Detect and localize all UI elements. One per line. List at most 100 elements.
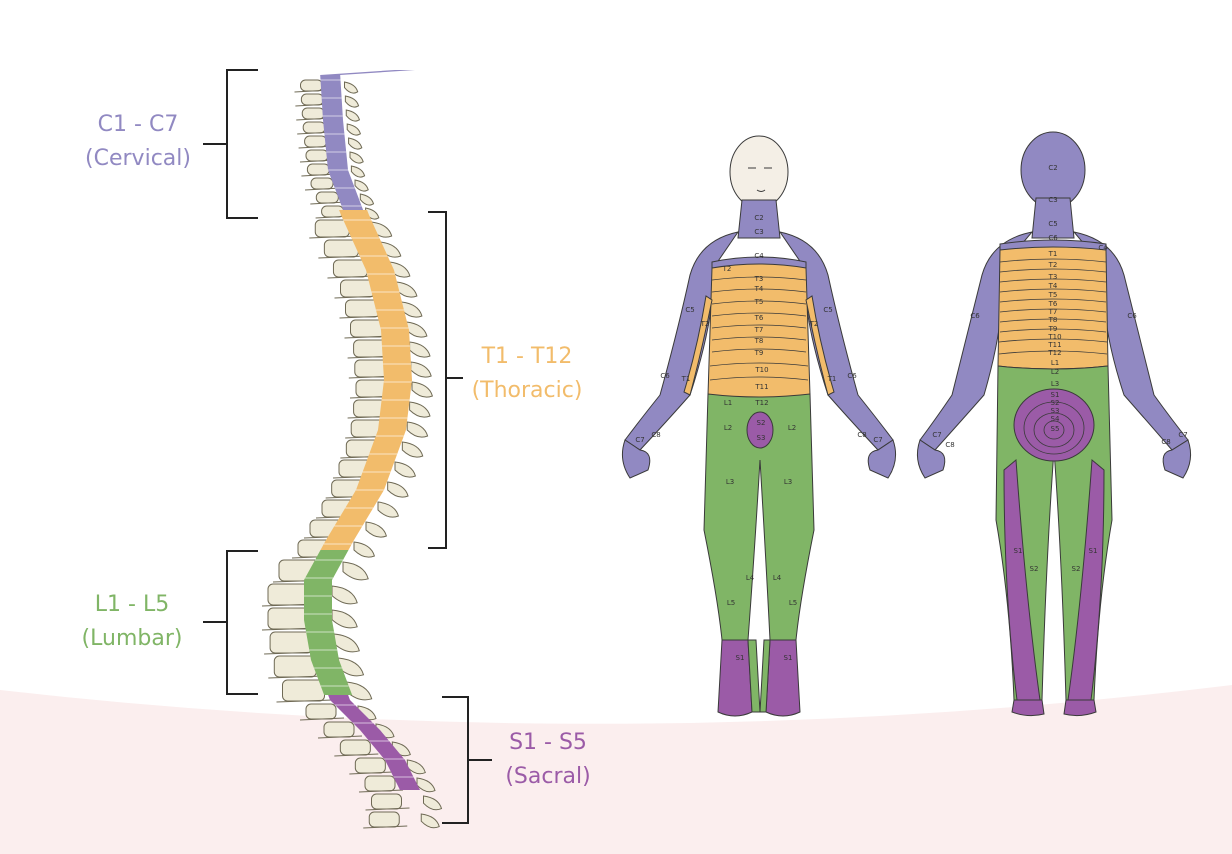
dermatome-label: C8 [857, 431, 866, 439]
dermatome-label: S1 [1051, 391, 1060, 399]
dermatome-label: L4 [746, 574, 755, 582]
spinous-process [410, 361, 432, 378]
spinous-process [409, 341, 431, 358]
dermatome-label: C7 [873, 436, 882, 444]
region-range: C1 - C7 [97, 112, 179, 137]
spinous-process [331, 585, 358, 605]
dermatome-label: C7 [932, 431, 941, 439]
dermatome-label: S1 [1089, 547, 1098, 555]
spinous-process [344, 81, 359, 94]
bracket-lumbar [203, 550, 258, 695]
nerve-root [309, 235, 358, 239]
nerve-root [349, 771, 394, 775]
dermatome-label: T2 [700, 320, 710, 328]
dermatome-label: S1 [736, 654, 745, 662]
dermatome-label: L2 [724, 424, 732, 432]
dermatome-label: C6 [970, 312, 980, 320]
spinal-cord-segment [328, 695, 420, 790]
nerve-root [318, 255, 367, 259]
dermatome-label: T8 [754, 337, 764, 345]
region-name: (Sacral) [505, 764, 591, 789]
region-range: T1 - T12 [481, 344, 573, 369]
vertebral-column [261, 79, 443, 829]
dermatome-label: T10 [754, 366, 768, 374]
spinous-process [416, 777, 436, 793]
dermatome-label: S2 [1051, 399, 1060, 407]
dermatome-label: T4 [754, 285, 764, 293]
spinous-process [350, 165, 366, 178]
spinous-process [333, 633, 360, 653]
dermatome-label: T3 [1048, 273, 1058, 281]
front-head [729, 135, 789, 209]
dermatome-label: S3 [757, 434, 766, 442]
dermatome-label: T12 [754, 399, 768, 407]
dermatome-label: T7 [1048, 308, 1058, 316]
spinous-process [365, 521, 388, 538]
spinous-process [331, 609, 358, 629]
dermatome-label: L3 [784, 478, 792, 486]
spinous-process [346, 123, 361, 136]
dermatome-label: C2 [1048, 164, 1057, 172]
spinous-process [411, 381, 434, 398]
dermatome-label: L1 [1051, 359, 1059, 367]
spinal-cord-segment [320, 70, 415, 210]
dermatome-label: C8 [945, 441, 954, 449]
spinous-process [420, 813, 440, 829]
dermatome-label: T5 [754, 298, 764, 306]
nerve-root [276, 699, 333, 703]
dermatome-label: T10 [1047, 333, 1061, 341]
dermatome-label: L2 [1051, 368, 1059, 376]
dermatome-label: T11 [1047, 341, 1061, 349]
nerve-root [363, 825, 408, 829]
dermatome-label: T2 [809, 320, 819, 328]
dermatome-label: T6 [754, 314, 764, 322]
nerve-root [365, 807, 410, 811]
dermatome-label: C8 [651, 431, 660, 439]
dermatome-label: S2 [757, 419, 766, 427]
nerve-root [317, 735, 363, 739]
dermatome-label: T2 [1048, 261, 1058, 269]
dermatome-label: S3 [1051, 407, 1060, 415]
spinous-process [401, 301, 423, 318]
spinous-process [396, 281, 418, 298]
nerve-root [299, 717, 345, 721]
bracket-thoracic [428, 211, 463, 549]
spinous-process [377, 501, 400, 518]
dermatome-label: C5 [823, 306, 832, 314]
dermatome-label: S4 [1051, 415, 1060, 423]
dermatome-label: T7 [754, 326, 764, 334]
dermatome-label: C6 [1127, 312, 1137, 320]
dermatome-label: T3 [754, 275, 764, 283]
dermatome-label: L5 [727, 599, 735, 607]
spinous-process [348, 137, 363, 150]
spinous-process [406, 759, 426, 775]
bracket-cervical [203, 69, 258, 219]
spinous-process [409, 401, 431, 418]
back-figure [916, 131, 1192, 717]
dermatome-label: C6 [847, 372, 857, 380]
spinous-process [423, 795, 443, 811]
spinous-process [353, 541, 376, 558]
dermatome-label: S1 [784, 654, 793, 662]
spinous-process [345, 109, 361, 122]
dermatome-label: T11 [754, 383, 768, 391]
spinous-process [401, 441, 424, 458]
spinous-process [406, 321, 428, 338]
dermatome-label: C8 [1161, 438, 1170, 446]
dermatome-label: S5 [1051, 425, 1060, 433]
dermatome-label: T1 [681, 375, 691, 383]
dermatome-label: L3 [726, 478, 734, 486]
region-label-sacral: S1 - S5 (Sacral) [478, 726, 618, 794]
dermatome-label: C5 [1048, 220, 1057, 228]
nerve-root [327, 275, 376, 279]
dermatome-label: C3 [754, 228, 763, 236]
dermatome-label: T2 [722, 265, 732, 273]
spinous-process [342, 561, 369, 581]
nerve-root [358, 789, 404, 793]
spinal-cord [304, 70, 420, 790]
dermatome-label: T5 [1048, 291, 1058, 299]
dermatome-label: C4 [1098, 244, 1108, 252]
